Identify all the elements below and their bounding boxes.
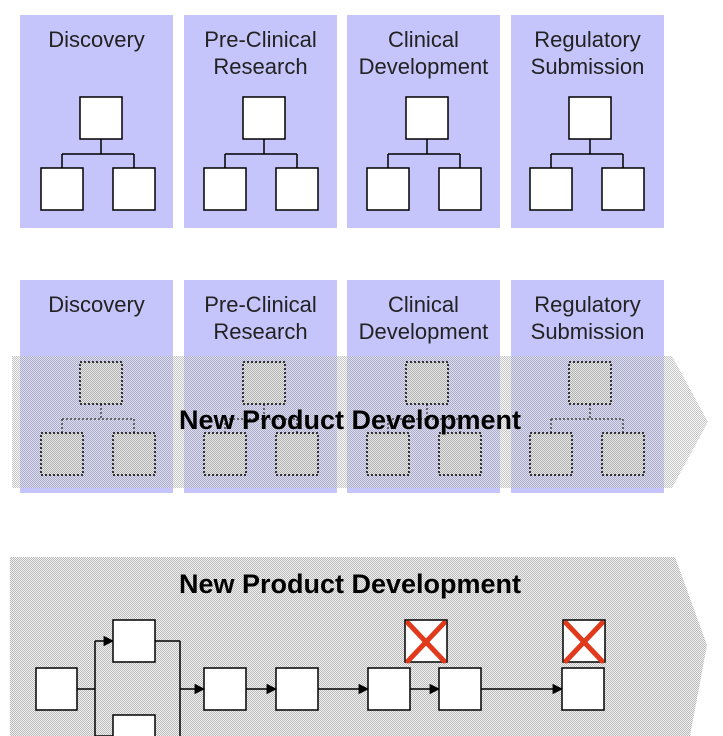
tree-child-box bbox=[529, 167, 573, 211]
phase-label-preclinical-2: Pre-Clinical Research bbox=[204, 292, 317, 344]
org-tree-icon bbox=[203, 96, 319, 211]
tree-child-box bbox=[366, 167, 410, 211]
tree-parent-box bbox=[79, 361, 123, 405]
org-tree-icon bbox=[40, 96, 156, 211]
org-tree-icon bbox=[40, 361, 156, 476]
tree-child-box bbox=[438, 432, 482, 476]
tree-child-box bbox=[40, 167, 84, 211]
bottom-banner-title: New Product Development bbox=[178, 569, 522, 599]
tree-parent-box bbox=[242, 96, 286, 140]
bottom-process-arrow bbox=[10, 557, 707, 736]
org-tree-icon bbox=[529, 361, 645, 476]
phase-label-regulatory: Regulatory Submission bbox=[530, 27, 645, 79]
flow-step-box bbox=[112, 714, 156, 736]
tree-child-box bbox=[112, 432, 156, 476]
phase-label-clinical-2: Clinical Development bbox=[358, 292, 489, 344]
tree-child-box bbox=[601, 167, 645, 211]
cross-mark-icon bbox=[563, 620, 605, 664]
middle-org-trees-dotted bbox=[40, 361, 645, 476]
tree-child-box bbox=[275, 432, 319, 476]
phase-label-preclinical: Pre-Clinical Research bbox=[204, 27, 317, 79]
org-tree-icon bbox=[366, 96, 482, 211]
flow-step-box bbox=[35, 667, 78, 711]
tree-parent-box bbox=[568, 361, 612, 405]
tree-child-box bbox=[275, 167, 319, 211]
tree-parent-box bbox=[405, 361, 449, 405]
top-org-trees bbox=[40, 96, 645, 211]
tree-child-box bbox=[112, 167, 156, 211]
flow-step-box bbox=[367, 667, 411, 711]
flow-step-box bbox=[275, 667, 319, 711]
flow-step-box bbox=[203, 667, 247, 711]
middle-banner-title: New Product Development bbox=[178, 405, 522, 435]
tree-parent-box bbox=[242, 361, 286, 405]
cross-mark-icon bbox=[405, 620, 447, 664]
tree-child-box bbox=[203, 167, 247, 211]
flow-step-box bbox=[438, 667, 482, 711]
org-tree-icon bbox=[366, 361, 482, 476]
tree-child-box bbox=[366, 432, 410, 476]
flow-step-box bbox=[112, 619, 156, 663]
bottom-flow bbox=[77, 635, 564, 736]
tree-child-box bbox=[601, 432, 645, 476]
tree-child-box bbox=[529, 432, 573, 476]
phase-label-discovery: Discovery bbox=[48, 27, 145, 52]
tree-parent-box bbox=[405, 96, 449, 140]
phase-label-discovery-2: Discovery bbox=[48, 292, 145, 317]
org-tree-icon bbox=[203, 361, 319, 476]
tree-child-box bbox=[438, 167, 482, 211]
flow-step-box bbox=[561, 667, 605, 711]
tree-child-box bbox=[203, 432, 247, 476]
tree-parent-box bbox=[79, 96, 123, 140]
phase-label-clinical: Clinical Development bbox=[358, 27, 489, 79]
tree-child-box bbox=[40, 432, 84, 476]
org-tree-icon bbox=[529, 96, 645, 211]
phase-label-regulatory-2: Regulatory Submission bbox=[530, 292, 645, 344]
tree-parent-box bbox=[568, 96, 612, 140]
